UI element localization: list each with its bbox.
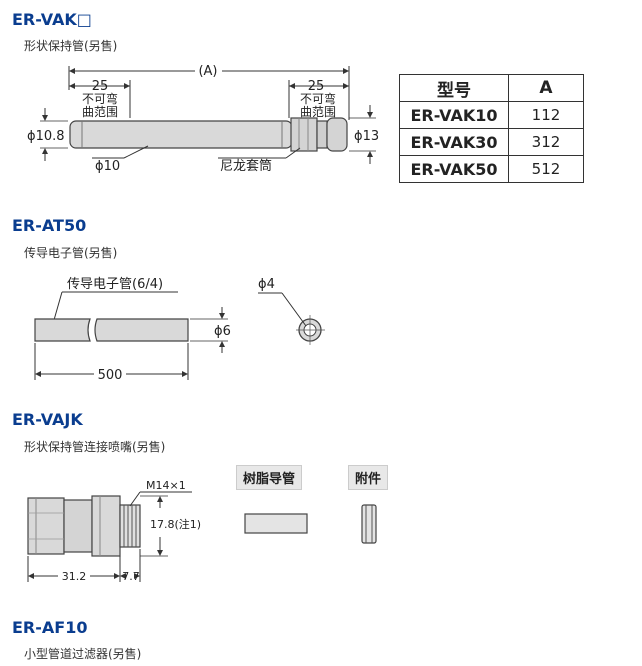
section-subtitle-er-vajk: 形状保持管连接喷嘴(另售) bbox=[24, 440, 166, 454]
height-17-8: 17.8(注1) bbox=[150, 517, 201, 531]
section-subtitle-er-af10: 小型管道过滤器(另售) bbox=[24, 647, 142, 661]
resin-conduit-label: 树脂导管 bbox=[236, 465, 303, 490]
table-row: ER-VAK30 312 bbox=[399, 128, 584, 156]
dia-10: ϕ10 bbox=[95, 159, 120, 174]
section-title-er-at50: ER-AT50 bbox=[12, 216, 87, 235]
section-title-er-vak: ER-VAK□ bbox=[12, 10, 92, 29]
dim-25-left: 25 bbox=[92, 79, 109, 94]
note-left-line1: 不可弯 bbox=[82, 91, 118, 106]
header-model: 型号 bbox=[399, 74, 509, 102]
note-left-line2: 曲范围 bbox=[82, 105, 118, 119]
length-500: 500 bbox=[98, 368, 123, 383]
table-row: ER-VAK10 112 bbox=[399, 101, 584, 129]
model-cell: ER-VAK30 bbox=[399, 128, 509, 156]
spec-table-header: 型号 A bbox=[399, 74, 584, 102]
conductive-tube-label: 传导电子管(6/4) bbox=[67, 277, 163, 292]
length-31-2: 31.2 bbox=[62, 570, 87, 583]
thread-spec: M14×1 bbox=[146, 479, 186, 492]
note-right-line1: 不可弯 bbox=[300, 91, 336, 106]
table-row: ER-VAK50 512 bbox=[399, 155, 584, 183]
dia-6: ϕ6 bbox=[214, 324, 231, 339]
er-at50-drawing: 传导电子管(6/4) ϕ6 500 ϕ4 bbox=[34, 277, 325, 383]
accessory-label: 附件 bbox=[348, 465, 389, 490]
dia-10-8: ϕ10.8 bbox=[27, 129, 65, 144]
dia-13: ϕ13 bbox=[354, 129, 379, 144]
a-cell: 312 bbox=[508, 128, 584, 156]
dim-a-label: (A) bbox=[198, 64, 217, 79]
er-vak-spec-table: 型号 A ER-VAK10 112 ER-VAK30 312 ER-VAK50 … bbox=[399, 74, 584, 183]
section-subtitle-er-at50: 传导电子管(另售) bbox=[24, 246, 118, 260]
er-vajk-drawing: M14×1 17.8(注1) 31.2 7.7 bbox=[27, 479, 377, 583]
note-right-line2: 曲范围 bbox=[300, 105, 336, 119]
nylon-sleeve-label: 尼龙套筒 bbox=[220, 158, 272, 174]
dia-4: ϕ4 bbox=[258, 277, 275, 292]
model-cell: ER-VAK10 bbox=[399, 101, 509, 129]
model-cell: ER-VAK50 bbox=[399, 155, 509, 183]
a-cell: 512 bbox=[508, 155, 584, 183]
dim-25-right: 25 bbox=[308, 79, 325, 94]
length-7-7: 7.7 bbox=[122, 570, 140, 583]
section-title-er-vajk: ER-VAJK bbox=[12, 410, 83, 429]
er-vak-drawing: (A) 25 不可弯 曲范围 25 不可弯 曲范围 ϕ10.8 ϕ13 ϕ10 … bbox=[27, 64, 379, 174]
header-a: A bbox=[508, 74, 584, 102]
section-subtitle-er-vak: 形状保持管(另售) bbox=[24, 39, 118, 53]
a-cell: 112 bbox=[508, 101, 584, 129]
section-title-er-af10: ER-AF10 bbox=[12, 618, 88, 637]
